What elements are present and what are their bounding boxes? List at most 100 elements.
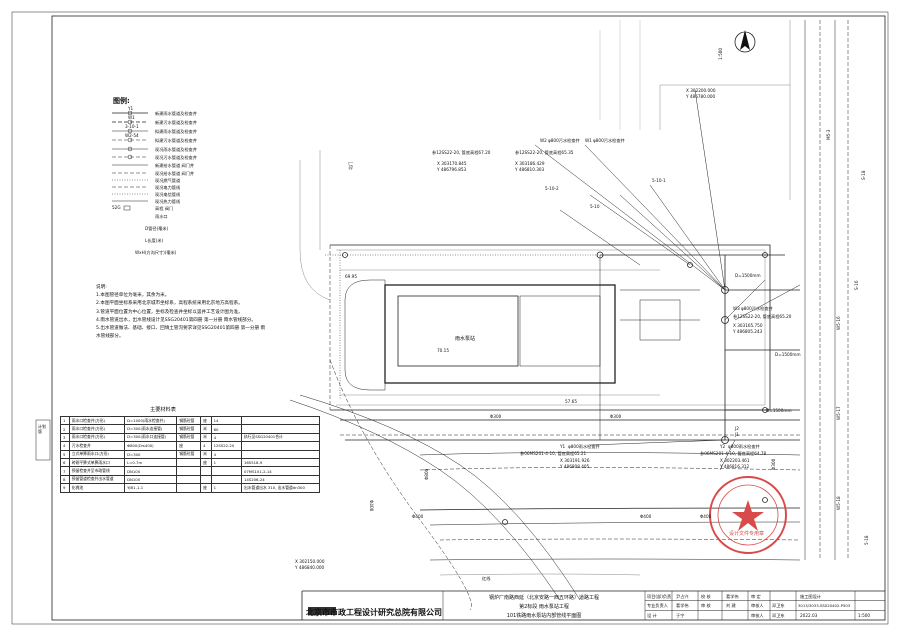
pipe-7: Φ800 xyxy=(424,468,429,480)
table-cell: 4 xyxy=(210,432,242,443)
table-cell: 07MS101-2-14 xyxy=(240,466,321,476)
coord-3-y: Y 486810.303 xyxy=(514,167,545,172)
table-cell: 4 xyxy=(200,441,212,451)
well-w2-std: 参12SS22-20, 管底高程67.20 xyxy=(432,149,491,156)
table-cell: 6 xyxy=(60,457,70,468)
note-line: 说明: xyxy=(96,285,107,290)
well-y2-std: 参06MS201-4-10, 管底高程64.78 xyxy=(700,450,767,457)
note-line: 5.出水管道做法、基础、接口、回填土管沟要求详见SSG20401第四册 第一分册… xyxy=(96,326,266,332)
tb-scale: 1:500 xyxy=(858,613,871,618)
svg-text:现况污水管道及检查井: 现况污水管道及检查井 xyxy=(155,154,197,161)
table-cell: 座 xyxy=(176,441,202,451)
coord-4-y: Y 486805.243 xyxy=(732,329,763,334)
design-notes: 说明: 1.本图管径单位为毫米，其余为米。 2.本图平面坐标系采用北京城市坐标系… xyxy=(96,284,296,341)
svg-text:拟建雨水管道及检查井: 拟建雨水管道及检查井 xyxy=(155,128,197,135)
drawing-title: 101铁路雨水泵站内部管线平面图 xyxy=(506,613,582,619)
building-label: 雨水泵站 xyxy=(455,335,475,342)
elev-inner: 70.15 xyxy=(437,348,449,353)
tag-4: S-16 xyxy=(854,280,859,290)
tag-11: S-18 xyxy=(861,170,866,180)
table-cell: 16S518-9 xyxy=(240,457,321,468)
coord-7: X 302150.000 xyxy=(295,559,325,564)
tb-role: 校 核 xyxy=(701,594,711,599)
tb-drawing-no: 3013/3033-SS020402-P503 xyxy=(798,603,851,608)
well-y1-std: 参06MS201-4-10, 管底高程65.21 xyxy=(520,450,587,457)
side-label: 红线 xyxy=(482,575,491,581)
coord-2: X 303170.845 xyxy=(437,161,467,166)
coord-4: X 303165.750 xyxy=(733,323,763,328)
table-cell: DN100 xyxy=(124,466,178,476)
table-cell: 5 xyxy=(60,449,70,459)
coord-3: X 303186.429 xyxy=(515,161,545,166)
table-cell: DN100 xyxy=(124,474,178,485)
table-cell: YJB1-1-1 xyxy=(124,483,178,493)
table-cell: 米 xyxy=(200,449,212,459)
elev-left: 57.65 xyxy=(565,399,577,404)
table-cell xyxy=(240,415,321,426)
well-w2: W2 xyxy=(540,138,547,143)
project-line-2: 第2标段 雨水泵站工程 xyxy=(519,604,569,610)
table-cell: 米 xyxy=(200,432,212,443)
tb-role: 审核人 xyxy=(751,613,764,618)
coord-1-y: Y 486780.000 xyxy=(685,94,716,99)
svg-text:Y1: Y1 xyxy=(127,106,134,111)
note-line: 2.本图平面坐标系采用北京城市坐标系，高程系统采用北京地方高程系。 xyxy=(96,301,243,307)
tb-name: 邓卫东 xyxy=(772,603,785,608)
table-cell xyxy=(200,474,212,485)
pipe-lines xyxy=(325,89,801,471)
table-cell: D=300(雨水口连接管) xyxy=(124,432,178,443)
table-cell: 钢筋砼管 xyxy=(176,424,202,434)
pipe-4: Φ400 xyxy=(640,514,652,519)
svg-text:现况燃气管道: 现况燃气管道 xyxy=(155,177,181,184)
tag-8: W5-18 xyxy=(836,496,841,510)
svg-text:现况雨水管道及检查井: 现况雨水管道及检查井 xyxy=(155,146,197,153)
road-lines xyxy=(599,20,849,560)
coord-5: X 303191.926 xyxy=(560,458,590,463)
coord-2-y: Y 486796.853 xyxy=(436,167,467,172)
well-w1-note: φ800污水检查井 xyxy=(593,137,625,144)
side-strip-label: 计划版 xyxy=(38,424,46,434)
coord-6-y: Y 486816.312 xyxy=(719,464,750,469)
svg-text:WxH(方沟尺寸)(毫米): WxH(方沟尺寸)(毫米) xyxy=(135,249,177,256)
coord-1: X 302200.000 xyxy=(686,88,716,93)
tag-7: W5-17 xyxy=(836,406,841,420)
legend-title: 图例: xyxy=(113,97,130,105)
curved-roads xyxy=(289,150,801,611)
table-cell xyxy=(210,474,242,485)
svg-text:W1: W1 xyxy=(128,115,135,120)
table-cell: 钢筋砼管 xyxy=(176,432,202,443)
table-cell xyxy=(176,457,202,468)
well-y1-note: φ800雨水检查井 xyxy=(568,443,600,450)
coord-5-y: Y 486808.405 xyxy=(559,464,590,469)
dim-3: D=1500mm xyxy=(766,408,792,413)
tb-role: 设 计 xyxy=(647,613,657,618)
table-cell xyxy=(176,466,202,476)
inner-frame xyxy=(51,15,886,621)
table-cell: 8 xyxy=(60,474,70,485)
table-cell xyxy=(240,441,321,451)
svg-text:现况热力管线: 现况热力管线 xyxy=(155,198,181,205)
svg-text:雨水口: 雨水口 xyxy=(155,213,168,220)
well-w3-note: φ800污水检查井 xyxy=(741,305,773,312)
svg-text:3-10-1: 3-10-1 xyxy=(125,124,139,129)
dim-2: D=1500mm xyxy=(775,352,801,357)
outer-frame xyxy=(11,11,889,625)
tb-date: 2022.03 xyxy=(800,613,818,618)
table-cell: Φ800(D≤400) xyxy=(124,441,178,451)
table-cell: 钢筋砼管 xyxy=(176,415,202,426)
pipe-1: Φ300 xyxy=(490,414,502,419)
table-cell: 砖砌平箅式单箅雨水口 xyxy=(68,457,126,468)
scale-label: 1:500 xyxy=(718,48,723,60)
tag-9: J1 xyxy=(734,432,739,437)
company-name: 北京市市政工程设计研究总院有限公司 xyxy=(306,608,442,617)
note-line: 4.雨水管道出水，出水管线设计见SSG20401第四册 第一分册 雨水管线部分。 xyxy=(96,317,256,323)
well-w3-std: 参12SS22-20, 管底高程65.20 xyxy=(733,313,792,320)
pipe-5: Φ400 xyxy=(700,514,712,519)
